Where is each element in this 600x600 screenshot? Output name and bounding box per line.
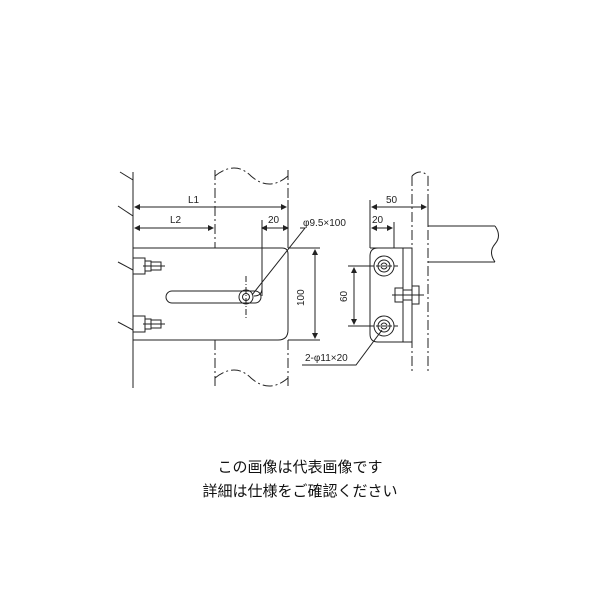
bracket-plate-front <box>133 247 289 341</box>
slot-label: φ9.5×100 <box>303 218 346 229</box>
wall <box>117 171 134 388</box>
holes-leader <box>302 329 383 366</box>
slot <box>165 290 262 304</box>
notice-line-1: この画像は代表画像です <box>217 458 382 476</box>
slot-leader <box>251 227 307 296</box>
dim-20-top-label: 20 <box>268 215 280 226</box>
side-nut <box>392 285 424 305</box>
bracket-side <box>369 247 413 343</box>
wall-side <box>411 171 429 372</box>
dim-l2-label: L2 <box>170 215 182 226</box>
side-bolt-lower <box>370 315 400 337</box>
dim-100-label: 100 <box>296 289 307 306</box>
dim-l1-label: L1 <box>188 195 200 206</box>
pipe-side <box>428 225 499 263</box>
side-bolt-upper <box>370 255 400 277</box>
dim-20-side-label: 20 <box>372 215 384 226</box>
pipe-front <box>214 167 289 388</box>
slot-bolt <box>238 276 254 318</box>
wall-bolt-lower <box>132 315 165 333</box>
dim-60-label: 60 <box>339 290 350 302</box>
notice-line-2: 詳細は仕様をご確認ください <box>202 482 397 500</box>
dim-50-label: 50 <box>386 195 398 206</box>
wall-bolt-upper <box>132 257 165 275</box>
holes-label: 2-φ11×20 <box>305 353 348 364</box>
